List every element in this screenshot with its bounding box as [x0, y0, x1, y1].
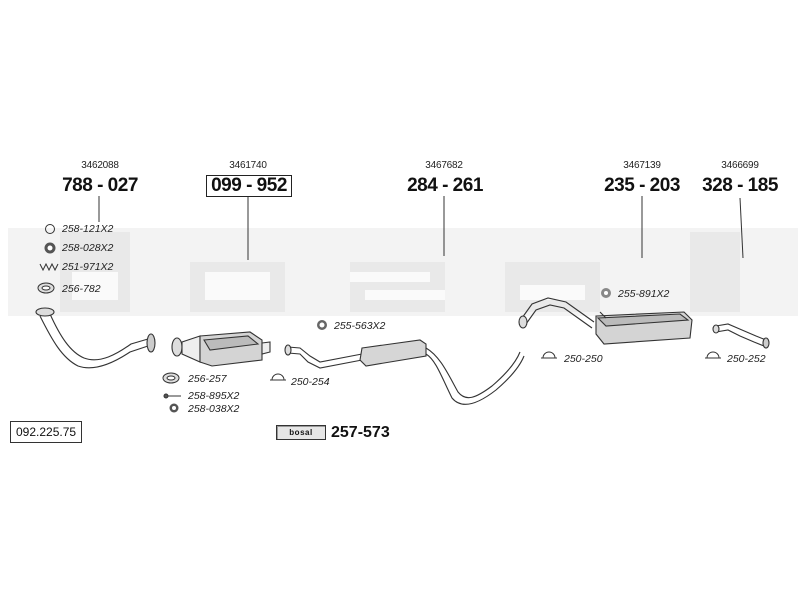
hardware-label[interactable]: 250-252 — [727, 353, 766, 365]
part-number[interactable]: 284 - 261 — [407, 175, 483, 196]
gasket-icon — [37, 282, 55, 294]
nut-icon — [169, 403, 179, 413]
part-number-highlighted[interactable]: 099 - 952 — [206, 175, 292, 197]
hardware-label[interactable]: 251-971X2 — [62, 261, 114, 273]
rubber-ring-icon — [317, 320, 327, 330]
ref-number: 3462088 — [81, 160, 119, 171]
part-number[interactable]: 235 - 203 — [604, 175, 680, 196]
mounting-kit-number[interactable]: 257-573 — [331, 424, 390, 441]
catalytic-converter — [171, 331, 271, 367]
clamp-icon — [541, 351, 557, 359]
ref-number: 3467139 — [623, 160, 661, 171]
hardware-label[interactable]: 258-028X2 — [62, 242, 114, 254]
ref-number: 3461740 — [229, 160, 267, 171]
tailpipe — [712, 323, 770, 349]
nut-icon — [44, 242, 56, 254]
hardware-label[interactable]: 255-563X2 — [334, 320, 386, 332]
hardware-label[interactable]: 258-121X2 — [62, 223, 114, 235]
hardware-label[interactable]: 256-782 — [62, 283, 101, 295]
hardware-label[interactable]: 250-254 — [291, 376, 330, 388]
hardware-label[interactable]: 250-250 — [564, 353, 603, 365]
front-pipe — [35, 307, 156, 369]
part-number[interactable]: 328 - 185 — [702, 175, 778, 196]
hardware-label[interactable]: 258-038X2 — [188, 403, 240, 415]
bosal-badge: bosal — [276, 425, 326, 440]
catalog-number: 092.225.75 — [10, 421, 83, 443]
rear-silencer — [518, 297, 693, 345]
gasket-icon — [162, 372, 180, 384]
part-number[interactable]: 788 - 027 — [62, 175, 138, 196]
hardware-label[interactable]: 258-895X2 — [188, 390, 240, 402]
spring-icon — [39, 262, 59, 272]
ref-number: 3466699 — [721, 160, 759, 171]
rubber-ring-icon — [601, 288, 611, 298]
bolt-icon — [163, 393, 181, 399]
bosal-watermark — [8, 228, 798, 316]
clamp-icon — [270, 373, 286, 381]
leader-lines — [98, 196, 744, 260]
clamp-icon — [705, 351, 721, 359]
middle-silencer — [284, 339, 525, 405]
ref-number: 3467682 — [425, 160, 463, 171]
hardware-label[interactable]: 256-257 — [188, 373, 227, 385]
hardware-label[interactable]: 255-891X2 — [618, 288, 670, 300]
ring-icon — [45, 224, 55, 234]
